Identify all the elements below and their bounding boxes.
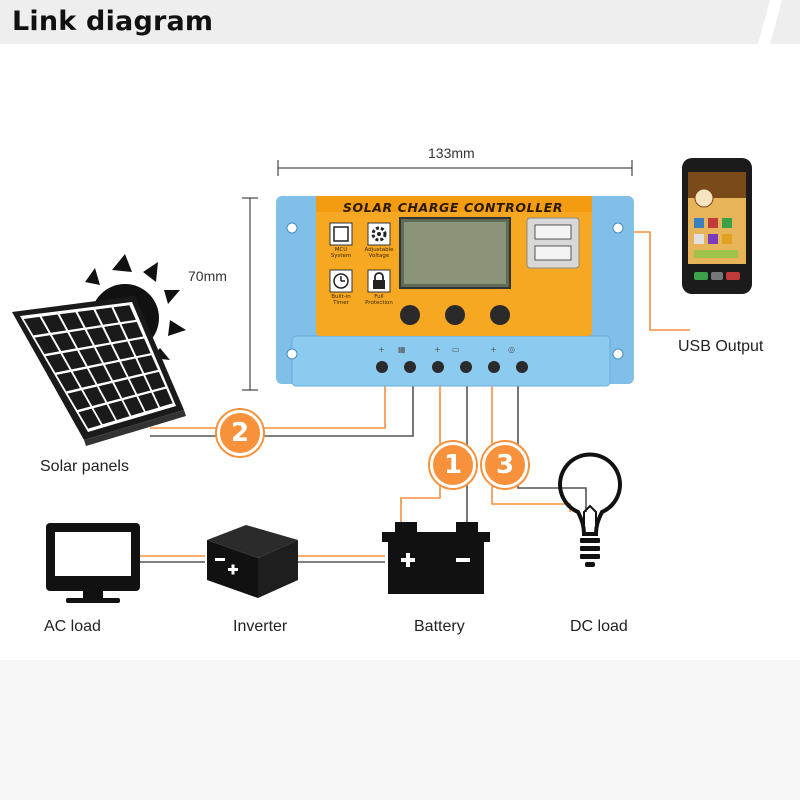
solar-cell <box>79 347 102 367</box>
svg-text:+: + <box>378 345 385 354</box>
solar-cell <box>112 341 135 360</box>
solar-cell <box>88 365 112 385</box>
solar-cell <box>145 371 166 391</box>
feature-label-voltage: Adjustable Voltage <box>364 247 394 259</box>
solar-cell <box>153 388 173 408</box>
svg-text:▦: ▦ <box>398 345 406 354</box>
solar-cell <box>83 386 106 406</box>
feature-label-mcu: MCU System <box>330 247 352 259</box>
solar-cell <box>59 312 84 331</box>
chip-icon <box>329 222 353 246</box>
solar-cell <box>86 327 110 346</box>
smartphone-icon <box>682 158 752 294</box>
mount-hole-icon <box>286 348 298 360</box>
solar-cell <box>98 382 121 403</box>
solar-cell <box>93 404 116 425</box>
solar-cell <box>121 321 144 340</box>
up-button <box>445 305 465 325</box>
monitor-icon <box>46 523 140 603</box>
height-dimension-line <box>242 197 258 391</box>
terminal-block <box>291 335 611 387</box>
dc-load-wire-negative <box>517 380 587 512</box>
lock-icon <box>367 269 391 293</box>
clock-icon <box>329 269 353 293</box>
solar-cell <box>52 332 76 352</box>
solar-panels-label: Solar panels <box>40 458 129 475</box>
inverter-icon <box>207 525 298 598</box>
solar-cell <box>78 408 101 429</box>
width-dimension-line <box>277 160 633 176</box>
usb-port-icon <box>534 224 572 240</box>
solar-charge-controller: + ▦ + ▭ + ◎ <box>276 196 634 387</box>
solar-cell <box>113 305 136 323</box>
solar-cell <box>123 396 144 416</box>
usb-output-label: USB Output <box>678 338 764 355</box>
battery-label: Battery <box>414 618 465 635</box>
solar-cell <box>72 368 96 388</box>
height-dimension-label: 70mm <box>188 268 227 284</box>
solar-cell <box>121 358 143 377</box>
svg-text:◎: ◎ <box>508 345 515 354</box>
header-band <box>0 0 800 44</box>
terminal-symbols: + ▦ + ▭ + ◎ <box>378 345 515 354</box>
solar-cell <box>129 338 151 357</box>
mount-hole-icon <box>286 222 298 234</box>
footer-band <box>0 660 800 800</box>
solar-cell <box>95 307 119 325</box>
solar-panel-icon <box>12 296 186 446</box>
solar-cell <box>114 379 136 399</box>
feature-label-protection: Full Protection <box>365 294 393 306</box>
solar-cell <box>69 329 93 349</box>
step-badge-1: 1 <box>430 442 476 488</box>
light-bulb-icon <box>558 452 622 567</box>
mount-hole-icon <box>612 222 624 234</box>
width-dimension-label: 133mm <box>428 145 475 161</box>
solar-cell <box>95 344 119 363</box>
solar-cell <box>23 316 49 336</box>
solar-cell <box>104 324 127 343</box>
svg-text:+: + <box>490 345 497 354</box>
solar-cell <box>62 350 86 370</box>
svg-text:+: + <box>434 345 441 354</box>
solar-cell <box>138 392 159 412</box>
ac-load-label: AC load <box>44 618 101 635</box>
page-title: Link diagram <box>12 6 214 37</box>
terminal-screws <box>376 361 528 373</box>
step-badge-3: 3 <box>482 442 528 488</box>
solar-cell <box>34 335 60 355</box>
battery-icon <box>382 522 490 594</box>
solar-cell <box>137 355 158 374</box>
gear-icon <box>367 222 391 246</box>
step-badge-2: 2 <box>217 410 263 456</box>
down-button <box>490 305 510 325</box>
controller-title-strip <box>316 196 592 212</box>
usb-port-icon <box>534 245 572 261</box>
controller-title: SOLAR CHARGE CONTROLLER <box>342 200 564 215</box>
battery-wire-positive <box>400 380 441 522</box>
solar-cell <box>45 353 70 373</box>
menu-button <box>400 305 420 325</box>
solar-cell <box>105 361 127 381</box>
solar-cell <box>129 375 151 395</box>
solar-cell <box>108 400 130 420</box>
feature-label-timer: Built-in Timer <box>331 294 351 306</box>
inverter-label: Inverter <box>233 618 288 635</box>
solar-cell <box>67 390 91 410</box>
solar-cell <box>77 309 101 328</box>
mount-hole-icon <box>612 348 624 360</box>
solar-wire-positive <box>150 380 386 429</box>
svg-text:▭: ▭ <box>452 345 460 354</box>
solar-cell <box>56 371 80 392</box>
dc-load-label: DC load <box>570 618 628 635</box>
solar-cell <box>41 314 67 333</box>
header-bar: Link diagram <box>0 0 800 44</box>
lcd-display <box>404 222 506 284</box>
